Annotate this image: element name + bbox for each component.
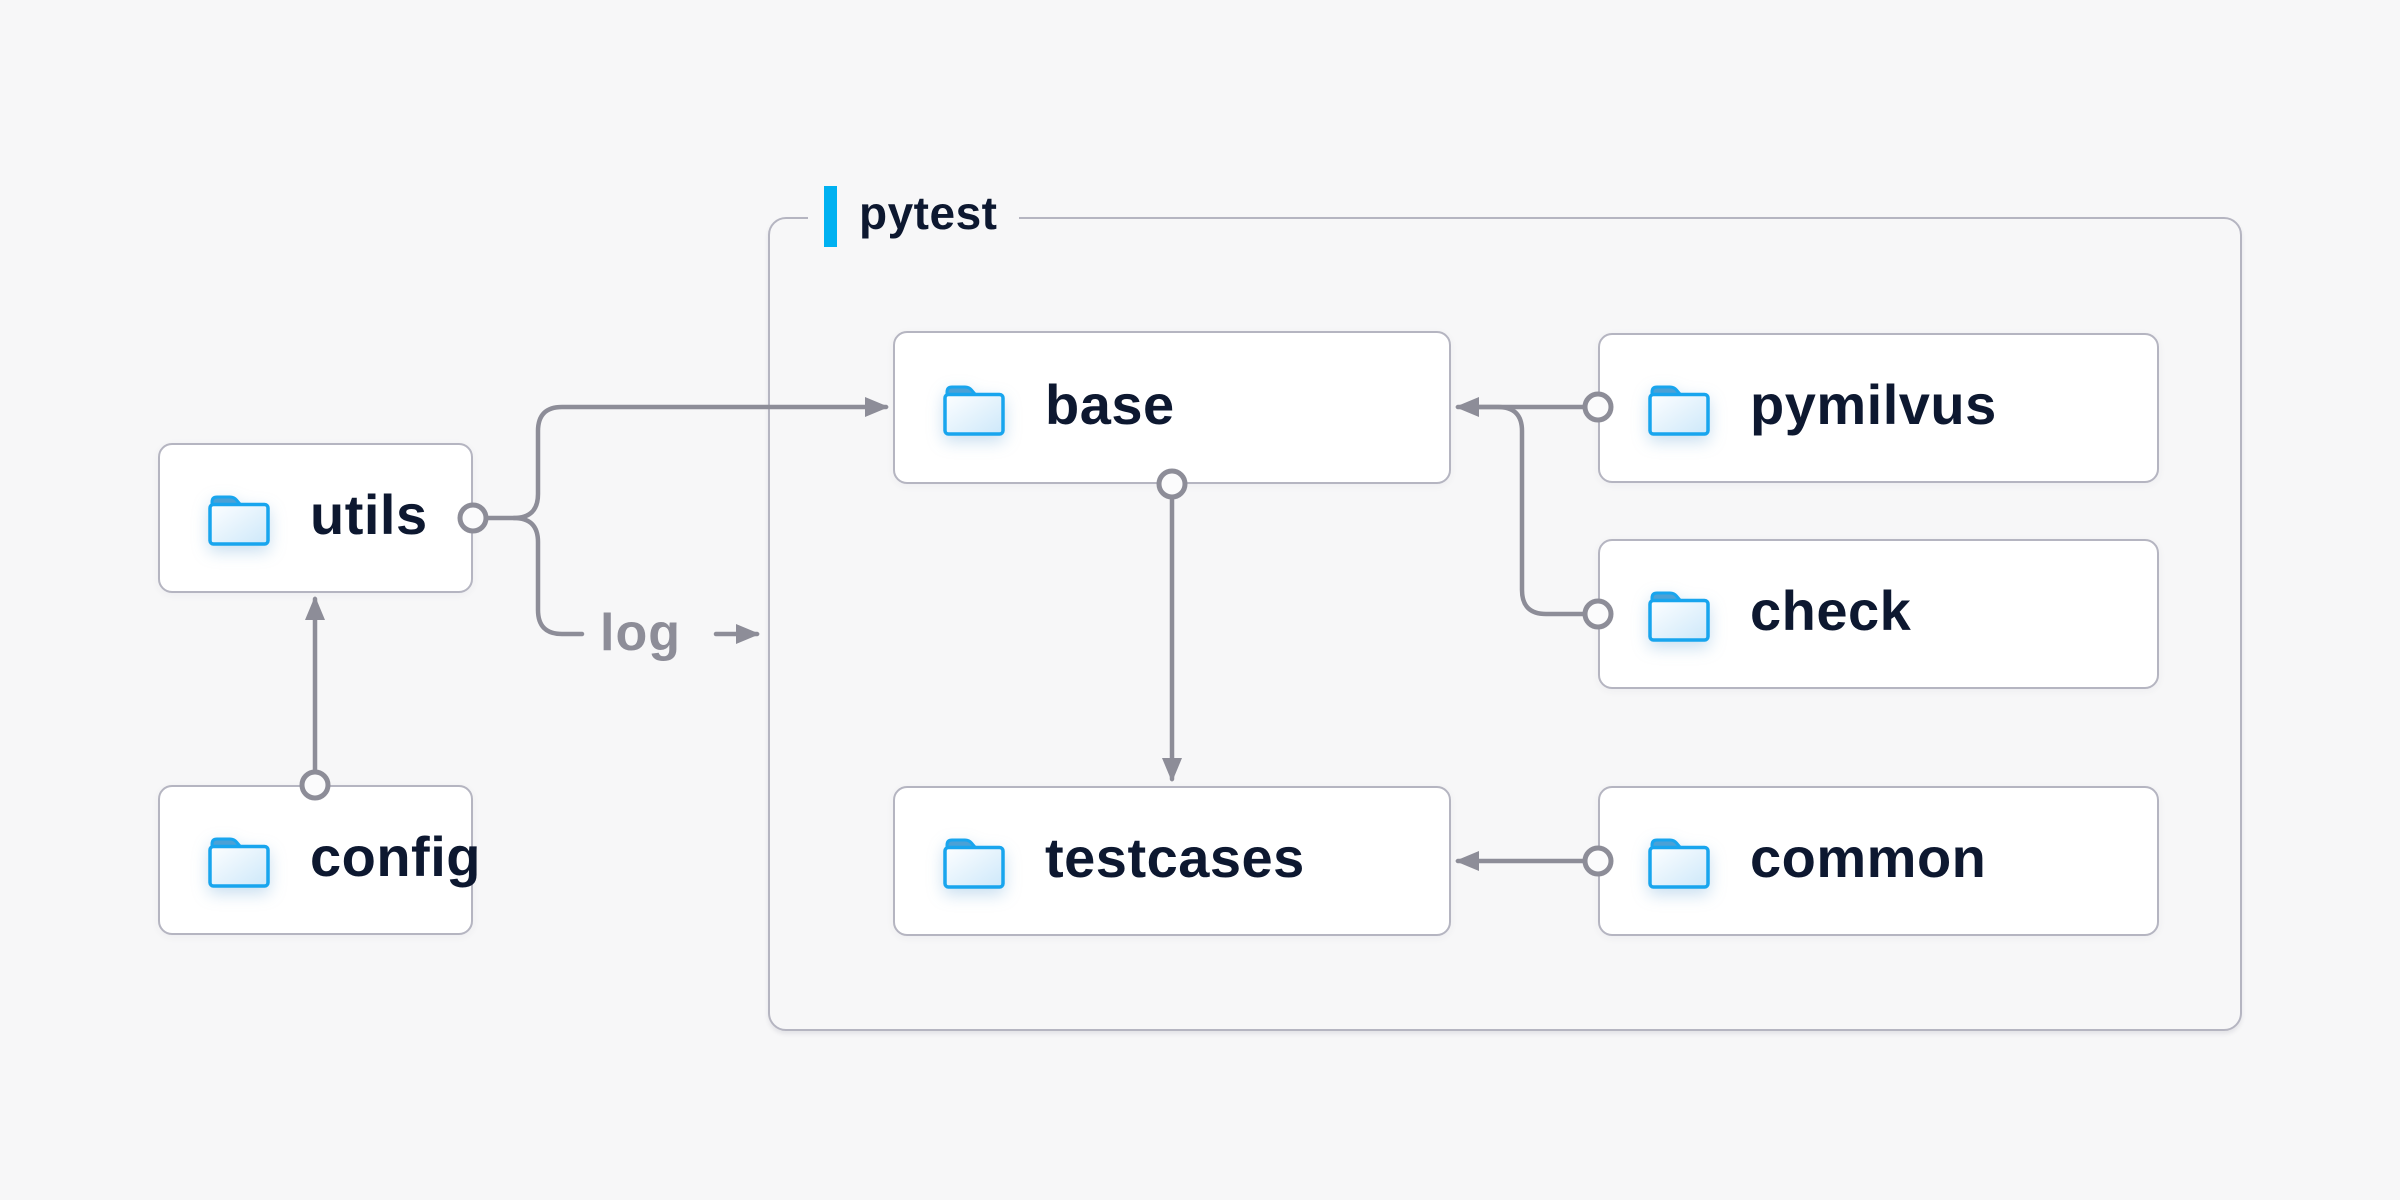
folder-icon [1646,832,1712,890]
node-testcases-label: testcases [1045,826,1305,889]
pytest-container-title: pytest [859,187,998,239]
node-config[interactable]: config [158,785,480,935]
folder-icon [1646,379,1712,437]
folder-icon [1646,585,1712,643]
node-base-label: base [1045,372,1175,436]
node-check-label: check [1750,579,1912,642]
accent-bar-icon [824,185,837,247]
node-common-label: common [1750,826,1987,889]
pytest-container [768,217,2242,1031]
node-utils-label: utils [310,483,428,546]
edge-utils-log [511,515,585,637]
node-pymilvus[interactable]: pymilvus [1598,333,2159,483]
folder-icon [206,831,272,889]
node-config-label: config [310,825,481,888]
node-pymilvus-label: pymilvus [1750,373,1997,436]
node-check[interactable]: check [1598,539,2159,689]
node-base[interactable]: base [893,331,1451,484]
node-testcases[interactable]: testcases [893,786,1451,936]
folder-icon [941,379,1007,437]
pytest-container-label: pytest [808,184,1020,248]
folder-icon [206,489,272,547]
node-utils[interactable]: utils [158,443,473,593]
node-common[interactable]: common [1598,786,2159,936]
folder-icon [941,832,1007,890]
edge-label-log: log [600,604,681,662]
